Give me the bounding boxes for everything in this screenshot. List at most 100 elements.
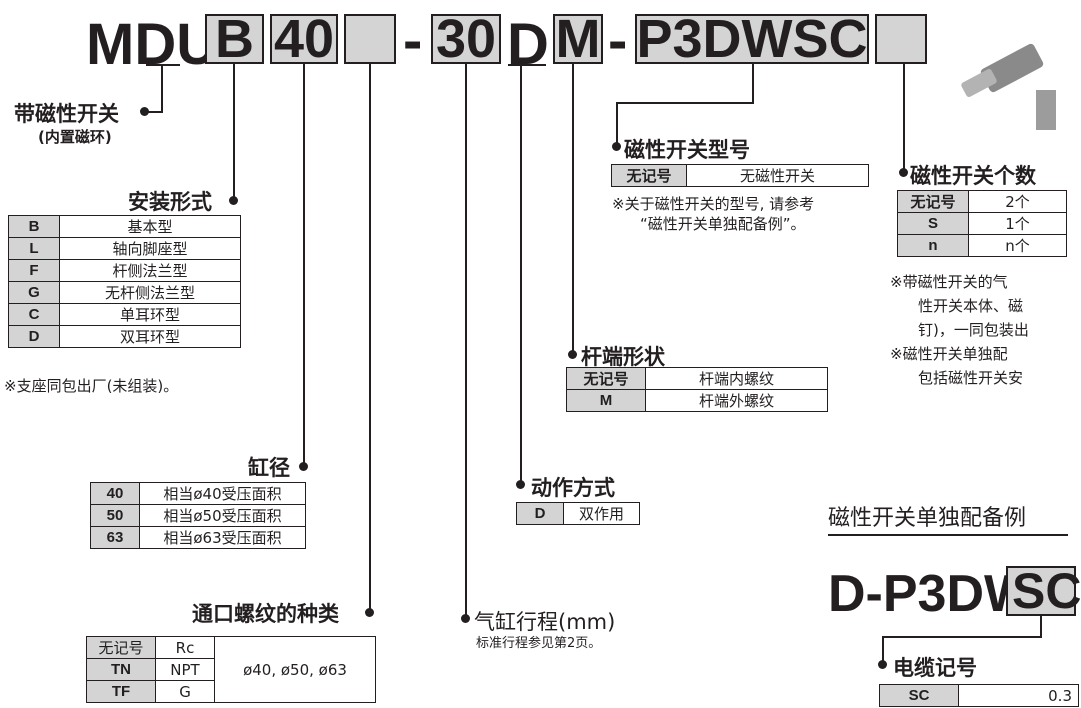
table-cell: 杆端内螺纹 [645, 367, 828, 390]
switch-code-box: P3DWSC [635, 9, 869, 69]
connector-dot [461, 614, 470, 623]
rod-code-box: M [553, 12, 603, 66]
table-row: 无记号杆端内螺纹 [566, 367, 828, 390]
mount-note: ※支座同包出厂(未组装)。 [4, 377, 179, 395]
connector-line [1040, 616, 1042, 638]
connector-line [616, 102, 618, 146]
dash: - [403, 8, 423, 73]
cable-code-box: SC [1006, 566, 1081, 616]
table-cell: 无记号 [897, 190, 969, 213]
table-cell: Rc [155, 636, 215, 659]
cable-title: 电缆记号 [893, 656, 977, 680]
table-cell: 63 [90, 526, 140, 549]
switch-note-title: 带磁性开关 [14, 102, 119, 126]
rod-title: 杆端形状 [581, 345, 665, 369]
table-cell: 相当ø63受压面积 [139, 526, 306, 549]
connector-line [752, 64, 754, 104]
switch-count-title: 磁性开关个数 [910, 164, 1036, 188]
switch-count-note-5: 包括磁性开关安 [918, 369, 1024, 387]
switch-count-note-1: ※带磁性开关的气 [890, 273, 1008, 291]
switch-type-note-2: “磁性开关单独配备例”。 [640, 215, 806, 233]
connector-dot [568, 350, 577, 359]
connector-line [882, 636, 1042, 638]
table-cell: L [8, 237, 60, 260]
table-cell: NPT [155, 658, 215, 681]
table-cell: S [897, 212, 969, 235]
switch-type-table: 无记号无磁性开关 [611, 164, 869, 187]
switch-count-note-2: 性开关本体、磁 [918, 297, 1024, 315]
table-cell: 40 [90, 482, 140, 505]
stroke-title: 气缸行程(mm) [474, 610, 616, 634]
connector-line [616, 102, 754, 104]
action-code: D [507, 12, 549, 77]
table-cell: TF [86, 680, 156, 703]
connector-dot [229, 196, 238, 205]
switch-count-note-4: ※磁性开关单独配 [890, 345, 1008, 363]
table-cell: 单耳环型 [59, 303, 241, 326]
table-cell: 基本型 [59, 215, 241, 238]
connector-line [148, 111, 163, 113]
table-row: 无记号无磁性开关 [611, 164, 869, 187]
connector-line [903, 64, 905, 172]
connector-line [520, 64, 522, 484]
connector-line [233, 64, 235, 200]
underline-action [508, 64, 546, 66]
connector-line [161, 64, 163, 112]
action-title: 动作方式 [531, 476, 615, 500]
connector-dot [140, 107, 149, 116]
table-cell: B [8, 215, 60, 238]
bore-title: 缸径 [248, 456, 290, 480]
model-prefix: MDU [86, 12, 219, 77]
table-cell: 2个 [968, 190, 1067, 213]
connector-line [572, 64, 574, 354]
separate-switch-title: 磁性开关单独配备例 [828, 506, 1027, 531]
table-cell: ø40, ø50, ø63 [214, 636, 376, 703]
connector-line [303, 64, 305, 466]
table-cell: 轴向脚座型 [59, 237, 241, 260]
switch-note-sub: (内置磁环) [38, 128, 112, 146]
connector-dot [899, 168, 908, 177]
stroke-note: 标准行程参见第2页。 [476, 636, 602, 651]
table-cell: 杆侧法兰型 [59, 259, 241, 282]
table-cell: 无记号 [611, 164, 687, 187]
table-cell: F [8, 259, 60, 282]
table-cell: TN [86, 658, 156, 681]
connector-line [369, 64, 371, 612]
table-cell: n [897, 234, 969, 257]
dash: - [608, 8, 628, 73]
underline-d [146, 64, 180, 66]
table-cell: 无记号 [86, 636, 156, 659]
switch-count-box [875, 14, 927, 64]
table-cell: 相当ø50受压面积 [139, 504, 306, 527]
table-cell: G [155, 680, 215, 703]
connector-line [465, 64, 467, 620]
table-cell: M [566, 389, 646, 412]
table-cell: 双耳环型 [59, 325, 241, 348]
port-title: 通口螺纹的种类 [192, 602, 339, 626]
connector-dot [612, 142, 621, 151]
table-cell: D [8, 325, 60, 348]
table-cell: n个 [968, 234, 1067, 257]
switch-count-note-3: 钉)，一同包装出 [918, 321, 1029, 339]
table-cell: 双作用 [563, 502, 640, 525]
